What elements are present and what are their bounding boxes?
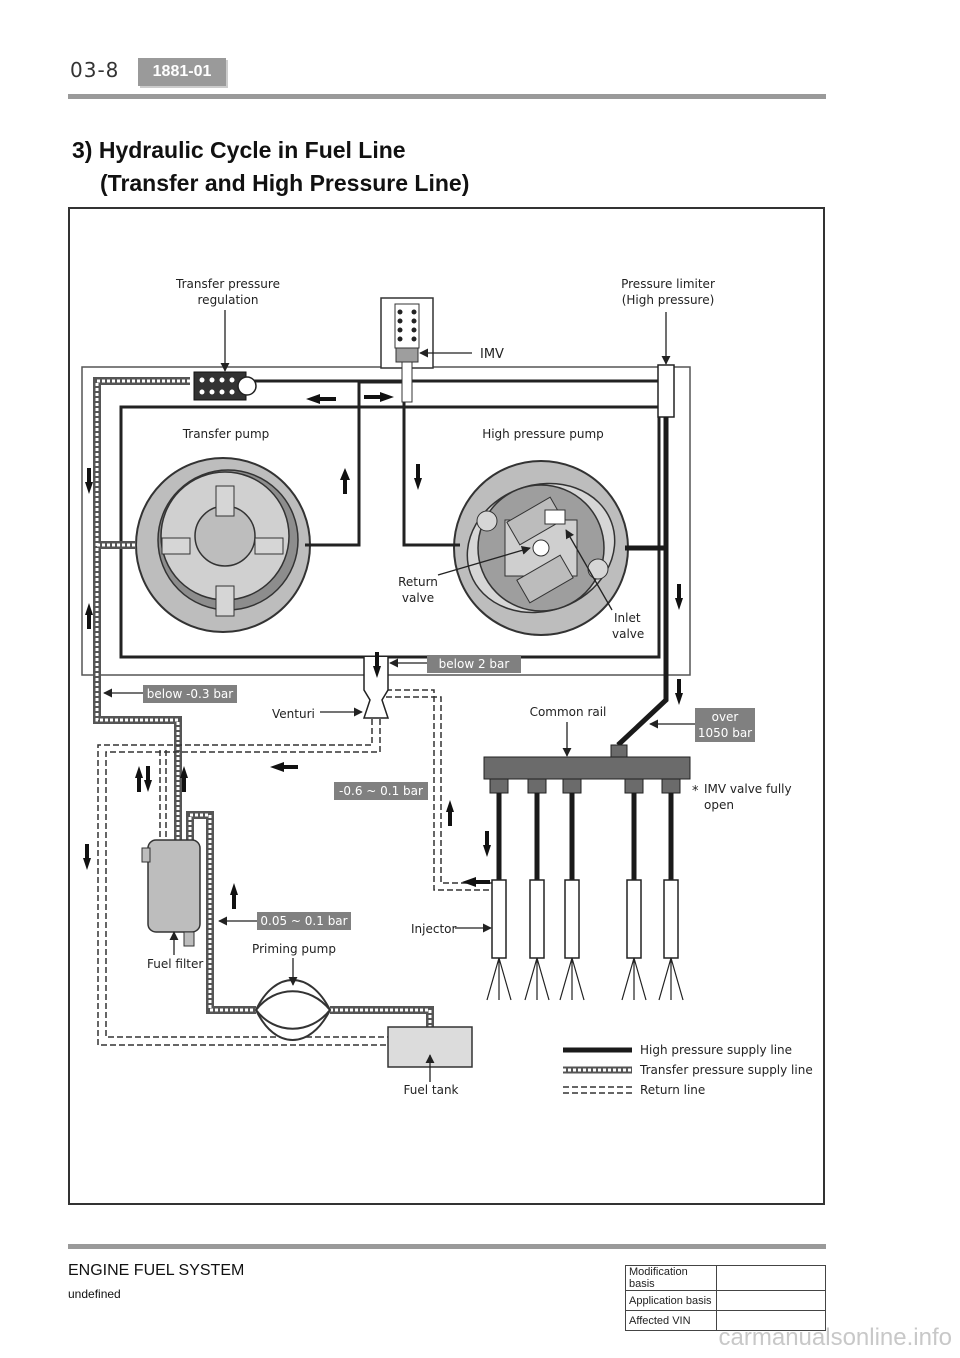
imv-valve xyxy=(380,297,434,403)
transfer-pump xyxy=(135,457,311,633)
revision-label: Modification basis xyxy=(625,1265,717,1291)
label-venturi: Venturi xyxy=(272,707,315,721)
label-transfer-pressure-regulation-2: regulation xyxy=(198,293,259,307)
label-transfer-pump: Transfer pump xyxy=(182,427,270,441)
revision-label: Affected VIN xyxy=(625,1310,717,1331)
tag-below-minus-0-3-bar: below -0.3 bar xyxy=(147,687,234,701)
label-transfer-pressure-regulation-1: Transfer pressure xyxy=(175,277,280,291)
high-pressure-pump xyxy=(453,460,629,636)
label-imv: IMV xyxy=(480,347,504,362)
tag-minus-0-6-to-0-1-bar: -0.6 ~ 0.1 bar xyxy=(339,784,423,798)
section-subtitle: (Transfer and High Pressure Line) xyxy=(100,170,470,196)
revision-value xyxy=(716,1265,826,1291)
label-fuel-filter: Fuel filter xyxy=(147,957,203,971)
revision-value xyxy=(716,1310,826,1331)
table-row: Affected VIN xyxy=(625,1310,826,1331)
label-imv-note-1: IMV valve fully xyxy=(704,782,792,796)
label-imv-note-asterisk: * xyxy=(692,784,699,799)
transfer-pressure-regulator xyxy=(193,371,257,401)
tag-over-1050-bar-2: 1050 bar xyxy=(698,726,752,740)
injectors xyxy=(486,793,684,1001)
footer-section-title: ENGINE FUEL SYSTEM xyxy=(68,1262,245,1279)
label-return-valve-2: valve xyxy=(402,591,434,605)
label-imv-note-2: open xyxy=(704,798,734,812)
table-row: Application basis xyxy=(625,1290,826,1311)
section-code-badge: 1881-01 xyxy=(138,58,226,86)
priming-pump xyxy=(254,979,332,1041)
tag-below-2-bar: below 2 bar xyxy=(439,657,510,671)
return-lines xyxy=(97,689,493,1046)
label-pressure-limiter-1: Pressure limiter xyxy=(621,277,715,291)
label-high-pressure-pump: High pressure pump xyxy=(482,427,604,441)
common-rail xyxy=(483,744,691,794)
label-fuel-tank: Fuel tank xyxy=(404,1083,459,1097)
revision-table: Modification basis Application basis Aff… xyxy=(625,1265,826,1331)
label-inlet-valve-2: valve xyxy=(612,627,644,641)
revision-value xyxy=(716,1290,826,1311)
diagram-frame xyxy=(68,207,825,1205)
venturi xyxy=(362,657,390,719)
footer-rule xyxy=(68,1244,826,1249)
line-legend: High pressure supply line Transfer press… xyxy=(563,1043,813,1097)
tag-0-05-to-0-1-bar: 0.05 ~ 0.1 bar xyxy=(260,914,347,928)
pressure-limiter xyxy=(657,364,675,418)
high-pressure-line-main xyxy=(616,417,669,747)
label-pressure-limiter-2: (High pressure) xyxy=(622,293,715,307)
flow-arrows xyxy=(83,392,683,909)
page-number: 03-8 xyxy=(70,58,120,82)
pressure-tags: below 2 bar below -0.3 bar over 1050 bar… xyxy=(143,655,755,930)
legend-return: Return line xyxy=(640,1083,705,1097)
label-common-rail: Common rail xyxy=(530,705,607,719)
pump-inner-circuit xyxy=(119,405,661,659)
label-return-valve-1: Return xyxy=(398,575,438,589)
header-rule xyxy=(68,94,826,99)
table-row: Modification basis xyxy=(625,1265,826,1291)
section-title: 3) Hydraulic Cycle in Fuel Line xyxy=(72,137,406,163)
label-inlet-valve-1: Inlet xyxy=(614,611,641,625)
tag-over-1050-bar-1: over xyxy=(712,710,739,724)
footer-subtitle: undefined xyxy=(68,1287,121,1301)
watermark: carmanualsonline.info xyxy=(718,1324,952,1351)
revision-label: Application basis xyxy=(625,1290,717,1311)
label-priming-pump: Priming pump xyxy=(252,942,336,956)
label-injector: Injector xyxy=(411,922,457,936)
legend-transfer-pressure: Transfer pressure supply line xyxy=(639,1063,813,1077)
legend-high-pressure: High pressure supply line xyxy=(640,1043,792,1057)
fuel-filter xyxy=(141,839,201,947)
